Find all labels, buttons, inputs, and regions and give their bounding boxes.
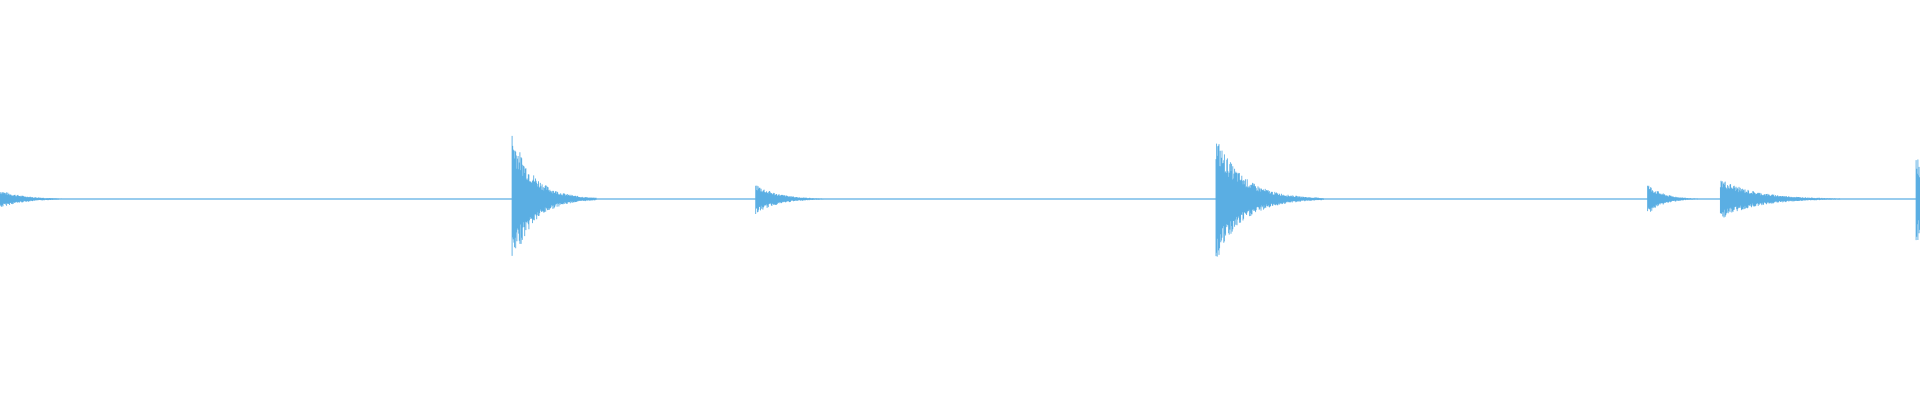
transient-3 xyxy=(755,185,824,214)
transient-group xyxy=(0,135,1920,257)
transient-7-shape xyxy=(1915,159,1920,241)
transient-7 xyxy=(1915,159,1920,241)
transient-6 xyxy=(1719,180,1841,218)
transient-5 xyxy=(1647,185,1698,212)
transient-2 xyxy=(511,135,597,256)
transient-4-shape xyxy=(1215,143,1324,257)
transient-4 xyxy=(1215,143,1324,257)
transient-2-shape xyxy=(511,135,597,256)
transient-5-shape xyxy=(1647,185,1698,212)
transient-1 xyxy=(0,192,62,207)
transient-6-shape xyxy=(1719,180,1841,218)
transient-1-shape xyxy=(0,192,62,207)
transient-3-shape xyxy=(755,185,824,214)
